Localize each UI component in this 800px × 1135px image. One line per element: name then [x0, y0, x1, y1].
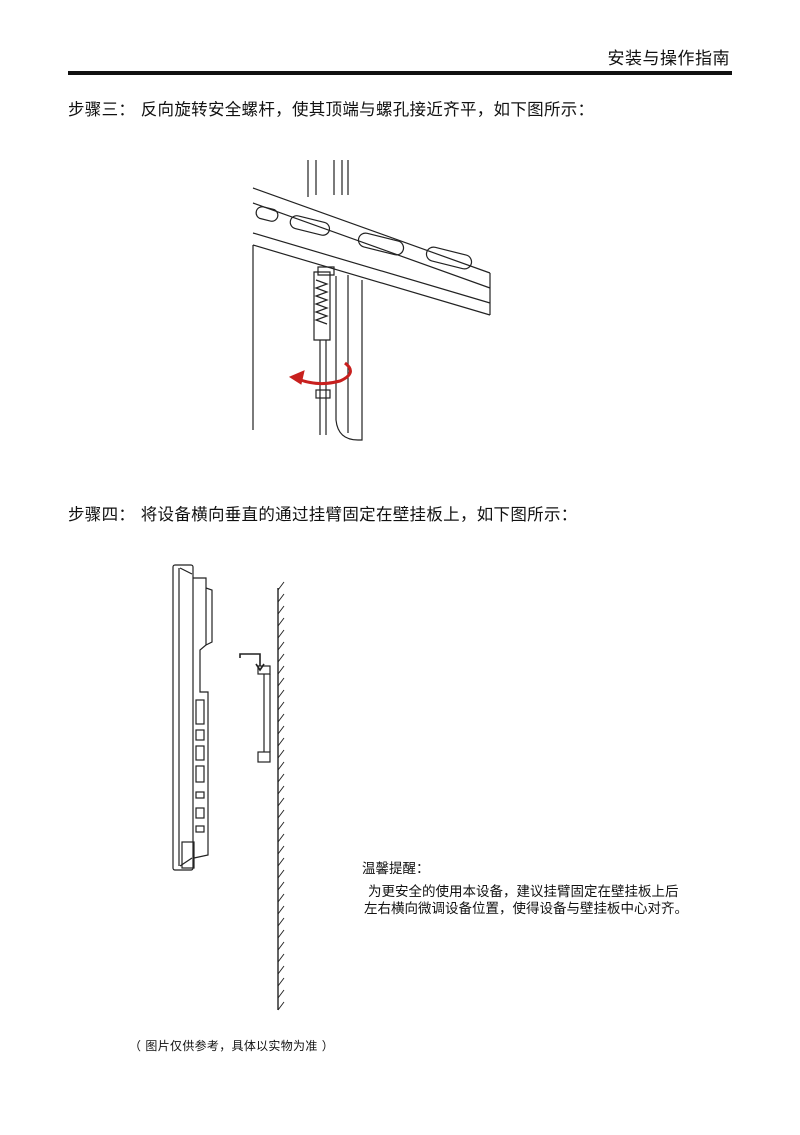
tips-box: 温馨提醒： 为更安全的使用本设备，建议挂臂固定在壁挂板上后 左右横向微调设备位置…	[362, 861, 688, 918]
step-four-instruction: 步骤四： 将设备横向垂直的通过挂臂固定在壁挂板上，如下图所示：	[68, 505, 578, 524]
page-header-title: 安装与操作指南	[607, 49, 730, 69]
step-three-instruction: 步骤三： 反向旋转安全螺杆，使其顶端与螺孔接近齐平，如下图所示：	[68, 100, 595, 119]
tips-title: 温馨提醒：	[362, 861, 430, 877]
safety-screw-illustration	[250, 155, 500, 441]
device-mounting-illustration	[160, 560, 300, 1015]
tips-line-1: 为更安全的使用本设备，建议挂臂固定在壁挂板上后	[368, 884, 679, 900]
header-divider	[68, 71, 732, 75]
figure-caption: （ 图片仅供参考，具体以实物为准 ）	[129, 1039, 335, 1053]
tips-line-2: 左右横向微调设备位置，使得设备与壁挂板中心对齐。	[364, 901, 688, 917]
